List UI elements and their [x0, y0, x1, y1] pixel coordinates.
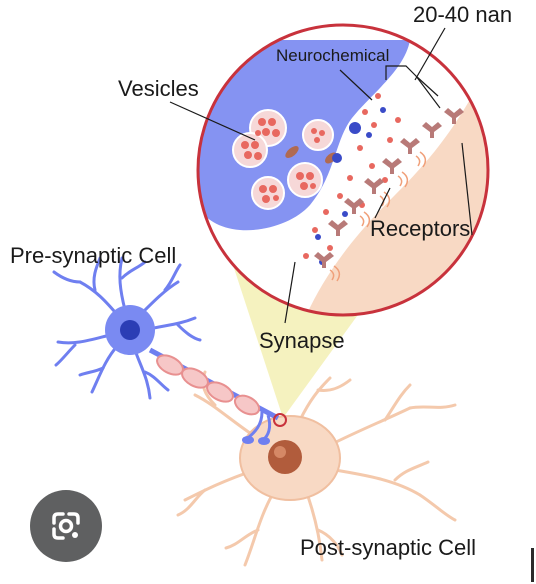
leader-lines [169, 27, 473, 324]
synapse-magnifier-ring [273, 413, 287, 427]
post-synaptic-nucleus [268, 440, 302, 474]
receptors-label: Receptors [370, 216, 471, 241]
google-lens-icon [52, 512, 80, 540]
google-lens-button[interactable] [30, 490, 102, 562]
pre-synaptic-cell-label: Pre-synaptic Cell [10, 243, 177, 268]
neurochemical-particles [303, 93, 401, 265]
axon [148, 347, 280, 445]
synapse-label: Synapse [259, 328, 345, 353]
distance-label: 20-40 nan [413, 2, 513, 27]
receptors [314, 108, 464, 268]
post-synaptic-cell-label: Post-synaptic Cell [300, 535, 477, 560]
vesicles-label: Vesicles [118, 76, 199, 101]
magnified-synapse-view [196, 23, 490, 317]
vesicles [232, 109, 361, 210]
pre-synaptic-nucleus [120, 320, 140, 340]
neurochemical-label: Neurochemical [276, 46, 390, 65]
edge-divider [531, 548, 534, 582]
